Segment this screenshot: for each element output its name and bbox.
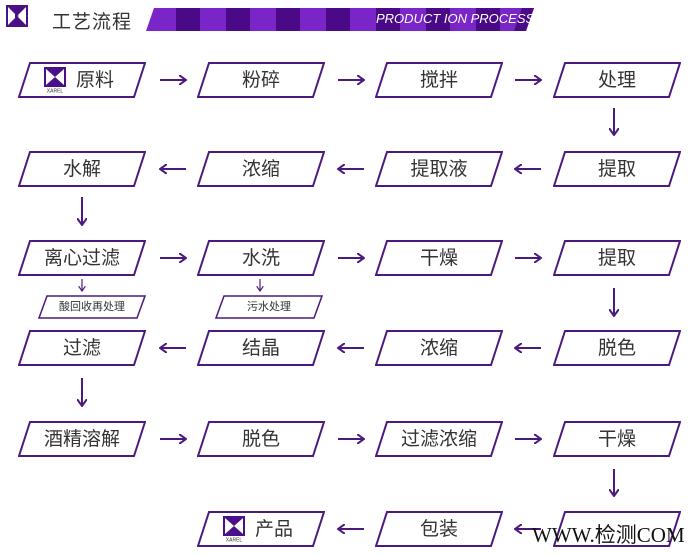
- flow-node-extract-liquid: 提取液: [375, 151, 503, 187]
- flow-node-hydrolysis: 水解: [18, 151, 146, 187]
- node-label: 产品: [255, 518, 294, 540]
- node-label: 离心过滤: [43, 247, 120, 269]
- node-label: 提取: [597, 247, 636, 269]
- flow-node-alcohol: 酒精溶解: [18, 421, 146, 457]
- flow-node-crush: 粉碎: [197, 62, 325, 98]
- node-label: 处理: [597, 69, 636, 91]
- flow-node-concentrate2: 浓缩: [375, 330, 503, 366]
- flow-node-extract1: 提取: [553, 151, 681, 187]
- flow-node-wash: 水洗: [197, 240, 325, 276]
- flow-node-wastewater: 污水处理: [215, 295, 323, 319]
- flow-node-extract2: 提取: [553, 240, 681, 276]
- flow-node-product: XAREL 产品: [197, 511, 325, 547]
- flow-node-acid-recycle: 酸回收再处理: [38, 295, 146, 319]
- xarel-logo-icon: [6, 5, 28, 27]
- node-label: 搅拌: [419, 69, 458, 91]
- node-label: 污水处理: [247, 300, 291, 313]
- flow-node-crystallize: 结晶: [197, 330, 325, 366]
- node-label: 过滤: [62, 337, 101, 359]
- svg-text:XAREL: XAREL: [47, 89, 64, 94]
- flow-node-treat: 处理: [553, 62, 681, 98]
- node-label: 水解: [62, 158, 101, 180]
- node-label: 浓缩: [419, 337, 458, 359]
- node-label: 浓缩: [241, 158, 280, 180]
- node-label: 过滤浓缩: [400, 428, 477, 450]
- flow-node-package: 包装: [375, 511, 503, 547]
- flow-node-stir: 搅拌: [375, 62, 503, 98]
- page-subtitle: PRODUCT ION PROCESS: [376, 11, 535, 26]
- node-label: 水洗: [241, 247, 280, 269]
- flow-node-dry1: 干燥: [375, 240, 503, 276]
- node-label: 提取液: [410, 158, 468, 180]
- node-label: 脱色: [241, 428, 280, 450]
- node-label: 脱色: [597, 337, 636, 359]
- flow-node-decolor1: 脱色: [553, 330, 681, 366]
- node-label: 干燥: [597, 428, 636, 450]
- node-label: 干燥: [419, 247, 458, 269]
- xarel-logo-icon: XAREL: [44, 67, 66, 93]
- xarel-logo-icon: XAREL: [223, 516, 245, 542]
- node-label: 包装: [419, 518, 458, 540]
- node-label: 原料: [76, 69, 115, 91]
- watermark: WWW.检测COM: [532, 523, 685, 547]
- svg-text:XAREL: XAREL: [226, 538, 243, 543]
- flow-node-inspect: [553, 511, 681, 547]
- flow-node-raw: XAREL 原料: [18, 62, 146, 98]
- flow-node-decolor2: 脱色: [197, 421, 325, 457]
- flow-node-dry2: 干燥: [553, 421, 681, 457]
- header-stripe-band: [146, 8, 534, 31]
- node-label: 提取: [597, 158, 636, 180]
- node-label: 酸回收再处理: [59, 300, 125, 313]
- flow-node-concentrate1: 浓缩: [197, 151, 325, 187]
- node-label: 结晶: [241, 337, 280, 359]
- node-label: 粉碎: [241, 69, 280, 91]
- page-title: 工艺流程: [52, 11, 133, 33]
- node-label: 酒精溶解: [43, 428, 120, 450]
- flow-node-filter-conc: 过滤浓缩: [375, 421, 503, 457]
- flow-node-filter: 过滤: [18, 330, 146, 366]
- flow-node-centrifuge: 离心过滤: [18, 240, 146, 276]
